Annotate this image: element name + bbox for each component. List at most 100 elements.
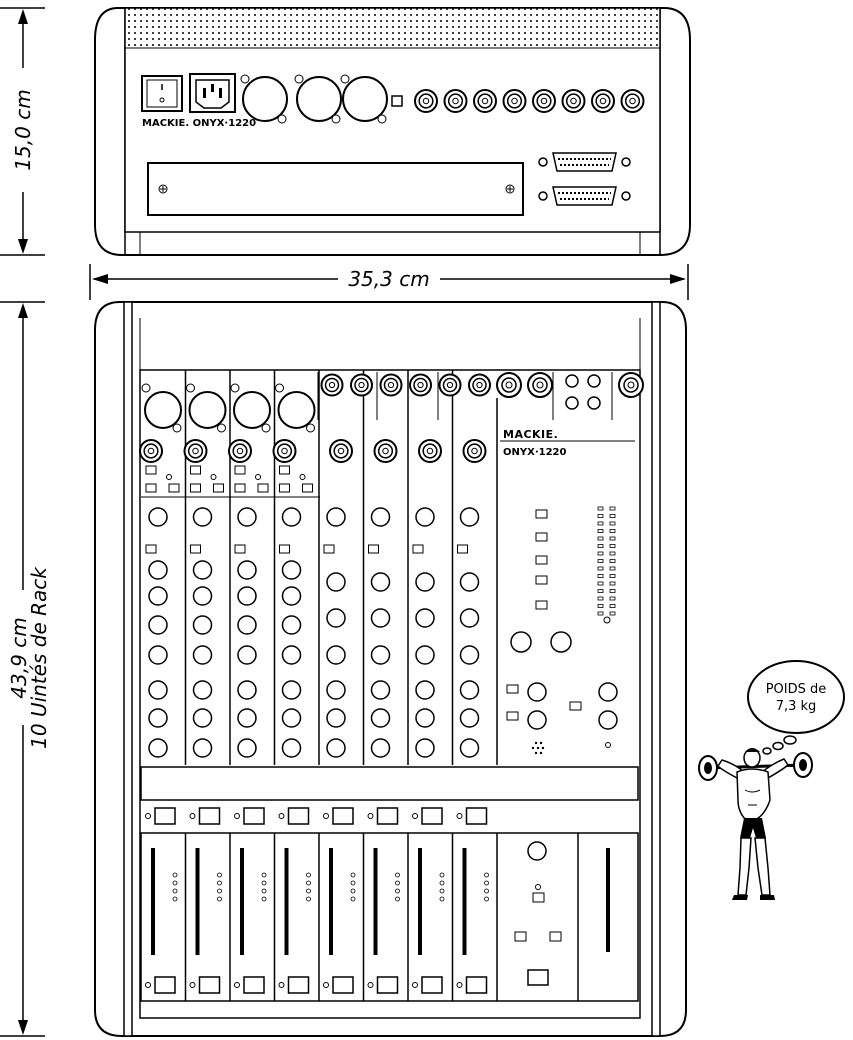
channel-knob — [237, 507, 257, 527]
channel-line-jack — [183, 439, 208, 463]
line-input-jack — [320, 373, 344, 397]
solo-button — [154, 976, 176, 994]
channel-knob — [148, 708, 168, 728]
channel-knob — [326, 708, 346, 728]
height-dimension: 15,0 cm — [0, 7, 45, 256]
mic-input-xlr — [144, 391, 182, 429]
channel-faders — [145, 807, 489, 1001]
channel-knob — [148, 615, 168, 635]
mute-button — [287, 807, 310, 825]
weight-line-2: 7,3 kg — [776, 699, 817, 714]
channel-knob — [192, 507, 213, 527]
channel-knob — [192, 560, 213, 580]
mute-button — [154, 807, 176, 825]
channel-line-jack — [228, 439, 252, 463]
channel-knob — [459, 507, 480, 527]
channel-knob — [237, 560, 257, 580]
channel-knob — [192, 738, 213, 758]
scribble-strip — [140, 766, 639, 801]
channel-knob — [415, 738, 435, 758]
channel-knob — [192, 708, 213, 728]
length-dimension: 43,9 cm 10 Uintés de Rack — [0, 301, 51, 1037]
channel-line-jack — [462, 439, 487, 463]
master-section: MACKIE. ONYX·1220 — [496, 372, 644, 765]
db25-connectors — [538, 152, 631, 206]
channel-knob — [415, 507, 435, 527]
channel-knob — [281, 708, 302, 728]
channel-knob — [148, 680, 168, 700]
line-input-jack — [438, 373, 462, 397]
mute-button — [332, 807, 354, 825]
mic-grid — [531, 741, 545, 755]
solo-button — [376, 976, 399, 994]
channel-knob — [459, 645, 480, 665]
channel-knob — [192, 586, 213, 606]
mute-button — [465, 807, 488, 825]
mute-button — [198, 807, 221, 825]
channel-line-jack — [139, 439, 163, 463]
rear-view: MACKIE. ONYX·1220 — [94, 7, 691, 256]
channel-knob — [370, 507, 391, 527]
channel-knob — [281, 560, 302, 580]
channel-knob — [237, 738, 257, 758]
channel-knob — [281, 586, 302, 606]
channel-line-jack — [418, 439, 442, 463]
rear-jack — [414, 89, 438, 113]
channel-knob — [237, 615, 257, 635]
channel-knob — [281, 507, 302, 527]
master-fader-section — [496, 833, 610, 1001]
channel-knob — [237, 680, 257, 700]
channel-knob — [370, 572, 391, 592]
rear-xlr-outputs — [240, 74, 388, 124]
channel-knob — [326, 608, 346, 628]
channel-knob — [281, 645, 302, 665]
channel-knob — [326, 680, 346, 700]
channel-knob — [326, 645, 346, 665]
channel-knob — [192, 615, 213, 635]
rear-jack — [502, 89, 527, 113]
channel-knob — [459, 738, 480, 758]
rear-jack — [620, 89, 645, 113]
solo-button — [198, 976, 221, 994]
rear-jack — [591, 89, 615, 113]
rack-units-label: 10 Uintés de Rack — [27, 566, 51, 749]
channel-knob — [415, 645, 435, 665]
channel-knob — [148, 560, 168, 580]
channel-line-jack — [272, 439, 297, 463]
mute-button — [421, 807, 443, 825]
channel-knob — [281, 615, 302, 635]
channel-knob — [237, 708, 257, 728]
fader-area — [140, 832, 639, 1002]
rear-jack — [473, 89, 497, 113]
channel-knob — [415, 708, 435, 728]
width-dimension: 35,3 cm — [89, 264, 689, 300]
channel-strips — [139, 370, 491, 765]
channel-knob — [370, 680, 391, 700]
channel-knob — [148, 507, 168, 527]
solo-button — [421, 976, 443, 994]
line-input-jack — [379, 373, 403, 397]
channel-knob — [192, 680, 213, 700]
rear-jack-row — [414, 89, 645, 113]
channel-knob — [237, 586, 257, 606]
channel-knob — [370, 708, 391, 728]
power-switch — [141, 75, 183, 112]
power-inlet — [189, 73, 236, 113]
channel-knob — [148, 586, 168, 606]
solo-button — [287, 976, 310, 994]
channel-knob — [326, 738, 346, 758]
channel-knob — [281, 680, 302, 700]
line-input-jack — [409, 373, 432, 397]
mic-input-xlr — [277, 391, 316, 429]
channel-knob — [459, 708, 480, 728]
channel-knob — [459, 572, 480, 592]
weight-thought-bubble: POIDS de 7,3 kg — [747, 660, 845, 755]
top-brand-label: MACKIE. — [503, 428, 558, 441]
rear-jack — [443, 89, 468, 113]
channel-knob — [281, 738, 302, 758]
expansion-slot — [147, 162, 524, 216]
line-input-jack — [468, 373, 491, 397]
mic-input-xlr — [233, 391, 271, 429]
channel-knob — [459, 608, 480, 628]
